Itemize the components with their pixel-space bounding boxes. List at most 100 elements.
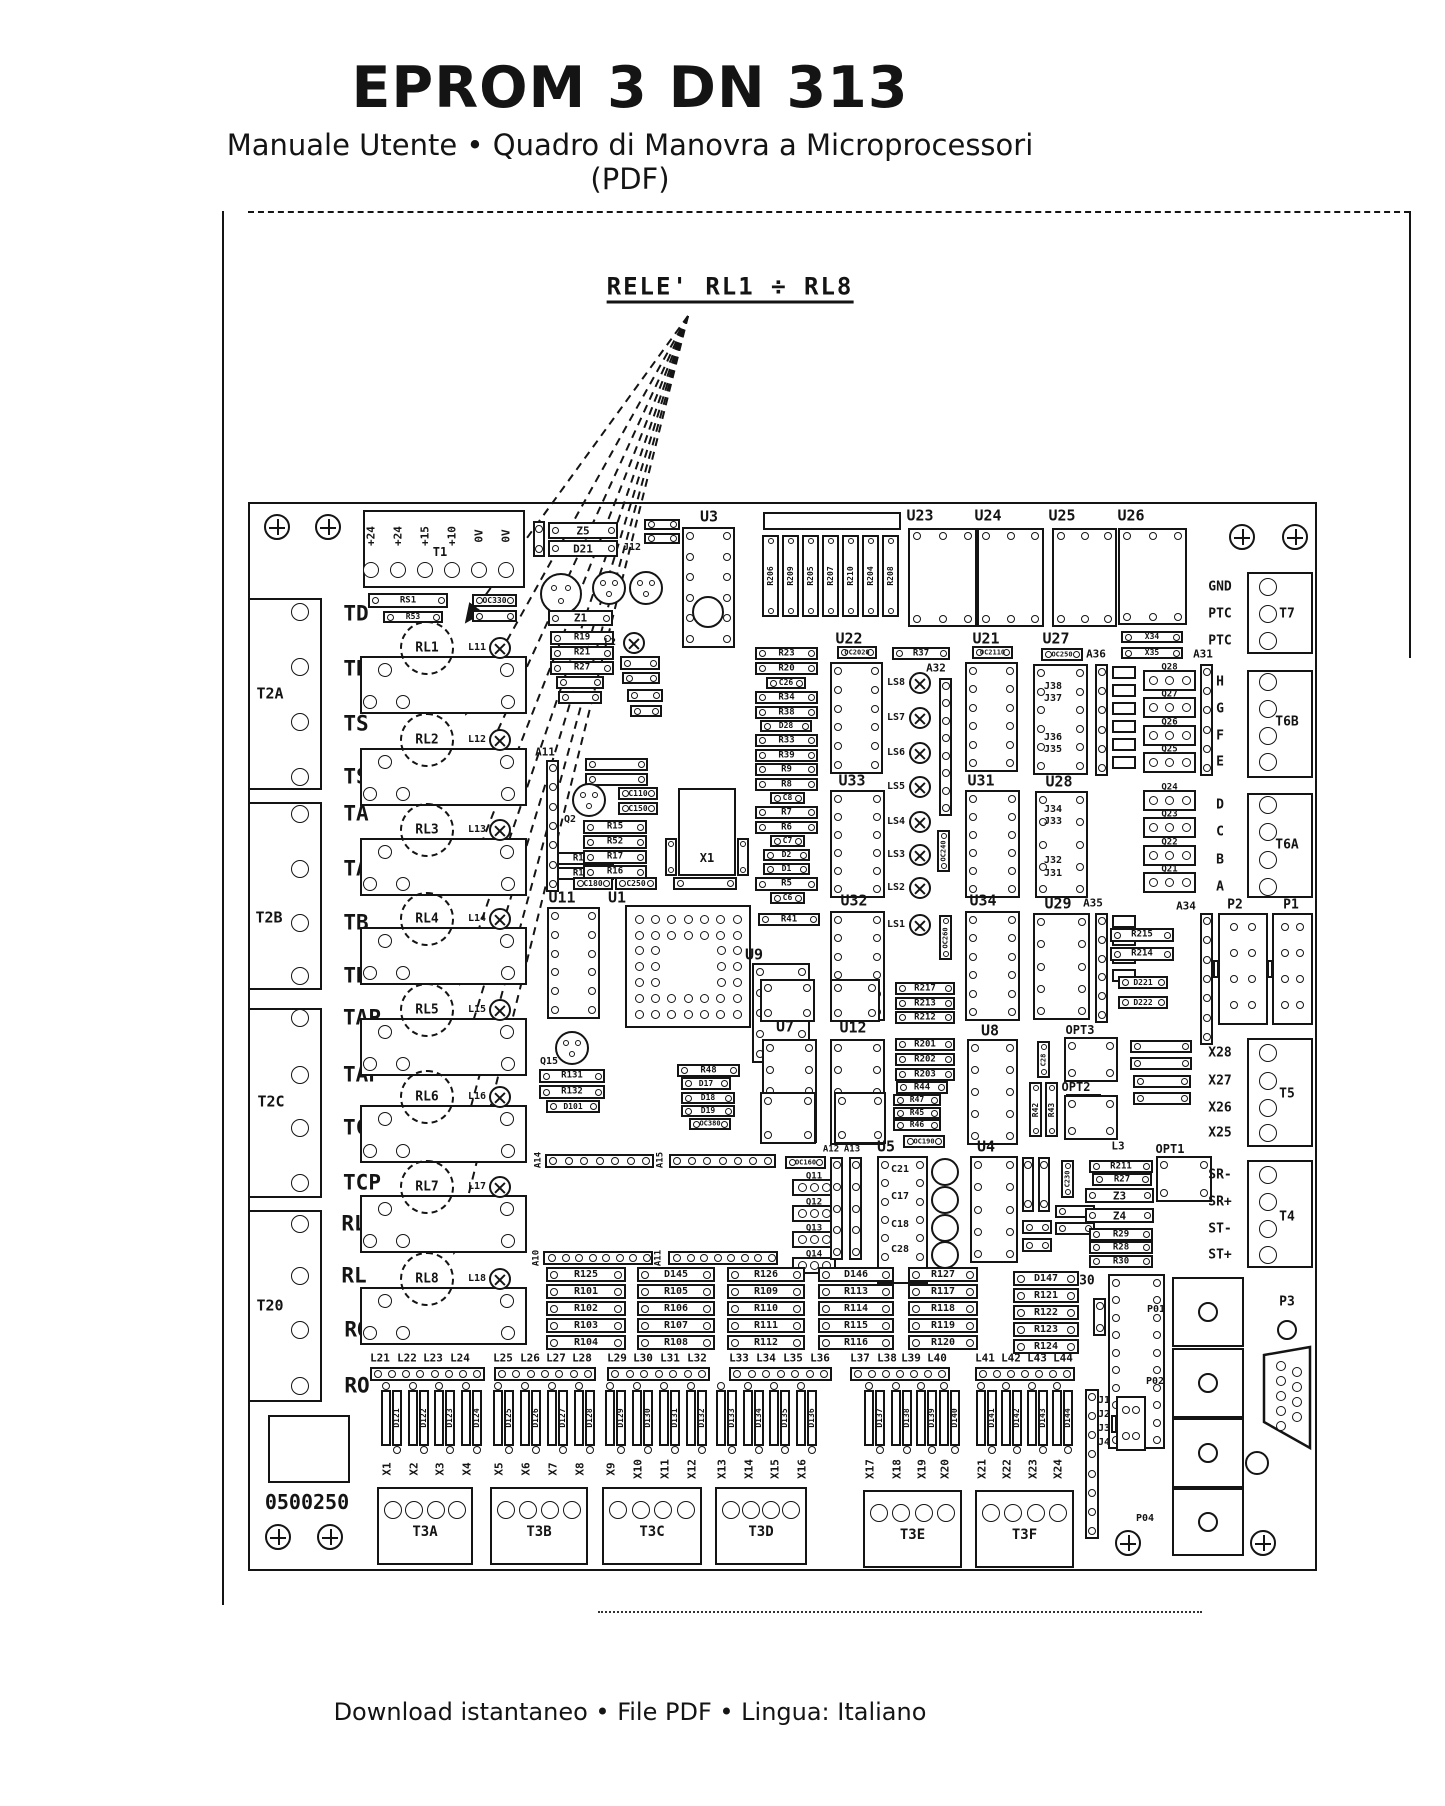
component <box>620 656 660 670</box>
pad-hole <box>912 1270 920 1279</box>
component-label: C8 <box>782 793 793 802</box>
pad-hole <box>1181 676 1191 685</box>
component <box>1130 1040 1192 1053</box>
pad-hole <box>501 1234 515 1248</box>
pad-hole <box>807 608 814 614</box>
component-label: C26 <box>778 678 794 687</box>
pad-hole <box>673 1157 681 1165</box>
mcu-chip <box>625 905 751 1028</box>
pad-hole <box>758 752 766 759</box>
pad-hole <box>758 824 766 831</box>
pad-hole <box>773 894 781 902</box>
pad-hole <box>758 766 766 773</box>
pad-hole <box>1181 878 1191 887</box>
component <box>1089 1241 1153 1254</box>
pad-hole <box>758 781 766 788</box>
pad-hole <box>1153 1366 1161 1375</box>
pad-hole <box>1092 1244 1100 1251</box>
component <box>818 1318 894 1333</box>
component <box>755 734 818 747</box>
pad-hole <box>966 1270 974 1279</box>
pad-hole <box>716 993 726 1003</box>
component-label: Q21 <box>1161 864 1178 875</box>
pad-hole <box>1165 796 1174 805</box>
pad-hole <box>588 912 596 920</box>
pad-hole <box>500 755 514 769</box>
pad-hole <box>834 1066 842 1074</box>
pad-hole <box>1148 796 1158 805</box>
component <box>862 535 879 617</box>
pad-hole <box>899 1084 907 1091</box>
pad-hole <box>614 1287 622 1296</box>
pad-hole <box>1202 687 1211 696</box>
pad-hole <box>717 1382 725 1390</box>
terminal-connector <box>377 1487 473 1565</box>
pad-hole <box>551 614 559 622</box>
pad-hole <box>1259 1072 1277 1090</box>
component-label: X2 <box>407 1462 421 1476</box>
component-label: R127 <box>930 1268 956 1280</box>
pad-hole <box>834 952 842 961</box>
component-label: U34 <box>969 891 997 910</box>
pin-header <box>1038 1157 1050 1212</box>
pad-hole <box>873 885 881 893</box>
pad-hole <box>898 985 906 992</box>
pad-hole <box>586 868 594 876</box>
pad-hole <box>941 682 950 690</box>
pad-hole <box>1072 651 1080 658</box>
pad-hole <box>501 1144 515 1158</box>
pad-hole <box>1006 1066 1014 1074</box>
pad-hole <box>565 584 572 591</box>
pad-hole <box>805 1044 813 1052</box>
pad-hole <box>769 679 777 687</box>
component <box>895 982 955 995</box>
component-label: J2 <box>1097 1409 1111 1420</box>
pad-hole <box>1281 975 1290 983</box>
terminal-connector <box>1247 670 1313 778</box>
pad-hole <box>649 659 657 667</box>
pad-hole <box>882 1304 890 1313</box>
pad-hole <box>396 966 410 980</box>
component <box>737 838 749 876</box>
component-label: R104 <box>573 1336 599 1348</box>
pad-hole <box>1112 1313 1120 1322</box>
diode-pair <box>493 1390 503 1446</box>
pad-hole <box>764 1097 772 1105</box>
pad-hole <box>723 635 731 643</box>
lamp-label: L17 <box>467 1181 487 1192</box>
pad-hole <box>761 916 769 923</box>
pad-hole <box>767 1254 776 1262</box>
pad-hole <box>1142 1231 1150 1238</box>
component <box>760 720 812 732</box>
component-label: X20 <box>938 1459 952 1479</box>
diode-pair <box>1012 1390 1022 1446</box>
pin-label: X27 <box>1208 1073 1232 1089</box>
terminal-name: T3B <box>526 1524 552 1540</box>
pad-hole <box>378 845 392 859</box>
pad-hole <box>629 1254 637 1262</box>
pad-hole <box>636 853 644 861</box>
pad-hole <box>667 930 677 940</box>
pad-hole <box>1006 722 1014 731</box>
component-label: OC2020 <box>844 648 870 656</box>
pad-hole <box>1153 1436 1161 1444</box>
scan-frame-top <box>248 211 1410 213</box>
pad-hole <box>1095 1176 1103 1183</box>
pad-hole <box>1181 823 1191 832</box>
pad-hole <box>1245 1451 1269 1475</box>
component-label: D121 <box>392 1408 401 1428</box>
component-box <box>678 788 736 876</box>
pad-hole <box>969 722 977 731</box>
pad-hole <box>541 1501 559 1519</box>
pad-hole <box>881 1216 889 1224</box>
component-label: J33 <box>1043 816 1063 827</box>
pad-hole <box>390 562 406 578</box>
pad-hole <box>692 1120 700 1128</box>
component <box>727 1301 805 1316</box>
pad-hole <box>1088 1192 1096 1199</box>
component-label: U1 <box>607 888 627 907</box>
relay-outline <box>400 1252 454 1306</box>
pad-hole <box>870 1504 888 1522</box>
pad-hole <box>755 1446 763 1454</box>
pad-hole <box>378 1202 392 1216</box>
